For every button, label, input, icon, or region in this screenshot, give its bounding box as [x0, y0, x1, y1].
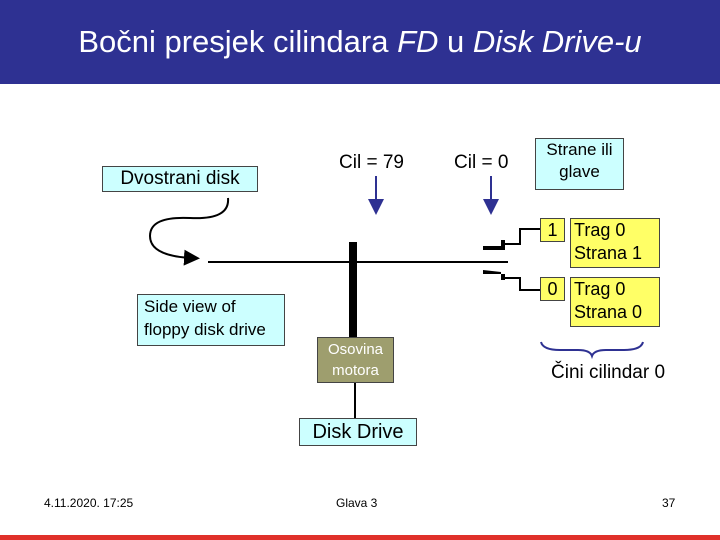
spindle	[349, 242, 357, 338]
side-view-line1: Side view of	[144, 297, 236, 316]
head-0-badge: 0	[540, 277, 565, 301]
sides-or-heads-line2: glave	[559, 162, 600, 181]
track0-side0-line2: Strana 0	[574, 302, 643, 322]
side-view-box: Side view of floppy disk drive	[137, 294, 285, 346]
track0-side1-line2: Strana 1	[574, 243, 643, 263]
sides-or-heads-box: Strane ili glave	[535, 138, 624, 190]
curved-arrow	[148, 197, 230, 266]
forms-cylinder-label: Čini cilindar 0	[551, 362, 666, 383]
track0-side0-box: Trag 0 Strana 0	[570, 277, 660, 327]
footer-chapter: Glava 3	[336, 496, 378, 510]
title-bar	[0, 0, 720, 84]
motor-spindle-line2: motora	[332, 362, 379, 379]
cylinder-79-label: Cil = 79	[339, 152, 404, 173]
head-1-badge: 1	[540, 218, 565, 242]
title-part-2: FD	[397, 24, 439, 59]
disk-drive-label: Disk Drive	[312, 421, 404, 443]
double-sided-disk-label: Dvostrani disk	[120, 168, 240, 189]
disk-drive-box: Disk Drive	[299, 418, 417, 446]
footer-accent-line	[0, 535, 720, 540]
track0-side1-box: Trag 0 Strana 1	[570, 218, 660, 268]
head-0-label: 0	[547, 279, 558, 299]
double-sided-disk-box: Dvostrani disk	[102, 166, 258, 192]
footer-page-number: 37	[662, 496, 676, 510]
head-arm-bottom	[505, 277, 540, 291]
title-part-1: Bočni presjek cilindara	[78, 24, 398, 59]
cylinder-brace	[540, 341, 644, 360]
motor-spindle-box: Osovina motora	[317, 337, 394, 383]
cylinder-0-label: Cil = 0	[454, 152, 509, 173]
sides-or-heads-line1: Strane ili	[546, 140, 613, 159]
head-1-label: 1	[547, 220, 558, 240]
track0-side1-line1: Trag 0	[574, 220, 626, 240]
slide-title: Bočni presjek cilindara FD u Disk Drive-…	[0, 0, 720, 84]
side-view-line2: floppy disk drive	[144, 320, 266, 339]
footer-date: 4.11.2020. 17:25	[44, 496, 134, 510]
title-part-3: u	[438, 24, 473, 59]
motor-spindle-line1: Osovina	[327, 341, 384, 358]
head-top	[483, 240, 505, 250]
head-bottom	[483, 270, 505, 280]
head-arm-top	[505, 228, 540, 245]
title-part-4: Disk Drive-u	[472, 24, 642, 59]
track0-side0-line1: Trag 0	[574, 279, 626, 299]
